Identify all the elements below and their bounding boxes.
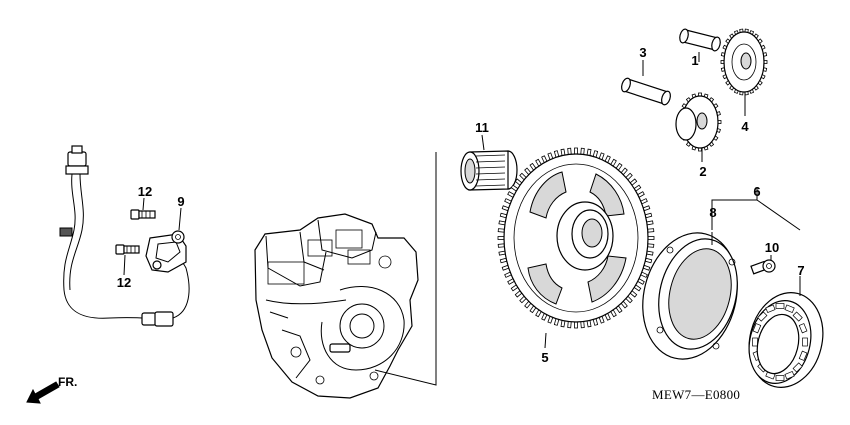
bolt-12-upper xyxy=(130,197,156,220)
shaft-3 xyxy=(621,60,671,106)
callout-8: 8 xyxy=(709,205,716,220)
engine-leader-bracket xyxy=(374,152,437,386)
front-direction-marker: FR. xyxy=(26,375,77,404)
callout-10: 10 xyxy=(765,240,779,255)
pulse-generator-harness xyxy=(59,145,190,327)
reduction-gear-2 xyxy=(675,92,722,162)
callout-9: 9 xyxy=(177,194,184,209)
callout-5: 5 xyxy=(541,350,548,365)
engine-crankcase xyxy=(254,213,419,399)
callout-6: 6 xyxy=(753,184,760,199)
shaft-1 xyxy=(679,28,721,62)
bolt-10 xyxy=(750,255,776,275)
reduction-gear-4 xyxy=(720,28,768,116)
callout-1: 1 xyxy=(691,53,698,68)
callout-4: 4 xyxy=(741,119,749,134)
bolt-12-lower xyxy=(115,244,140,276)
clutch-assembly-bracket xyxy=(711,199,801,231)
callout-11: 11 xyxy=(475,120,489,135)
callout-2: 2 xyxy=(699,164,706,179)
callout-7: 7 xyxy=(797,263,804,278)
starter-driven-gear-5 xyxy=(497,147,655,349)
callout-12-lower: 12 xyxy=(117,275,131,290)
callout-3: 3 xyxy=(639,45,646,60)
needle-bearing-11 xyxy=(460,134,518,191)
front-label: FR. xyxy=(58,375,77,389)
clutch-outer-8 xyxy=(642,232,738,360)
callout-12-upper: 12 xyxy=(138,184,152,199)
front-arrow-icon xyxy=(26,381,60,404)
bolt-9 xyxy=(171,207,185,244)
one-way-clutch-7 xyxy=(748,276,824,388)
diagram-code: MEW7—E0800 xyxy=(652,387,740,402)
